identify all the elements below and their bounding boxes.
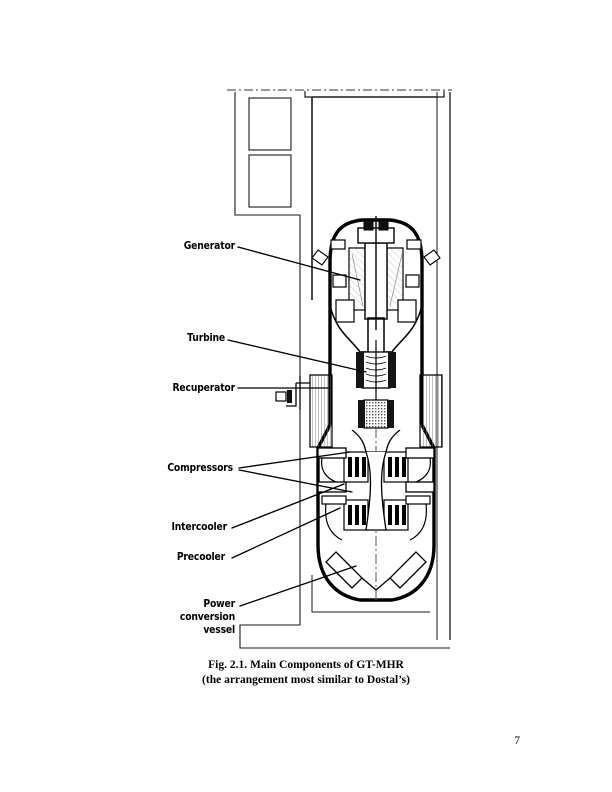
recuperator-valve-stem <box>287 390 292 403</box>
callout-label-compressors: Compressors <box>167 462 233 474</box>
compressor-hp-blades <box>348 457 406 477</box>
bearing-seal-left <box>358 400 365 428</box>
precooler-header-left <box>321 495 347 505</box>
leader-generator <box>237 246 361 281</box>
callout-label-precooler: Precooler <box>176 551 225 563</box>
callout-label-turbine: Turbine <box>187 332 225 344</box>
bracket-left-upper <box>330 239 346 250</box>
bolt-stud-left <box>363 219 374 231</box>
compressor-lp-blades <box>348 505 406 525</box>
intercooler-tube-bundle <box>321 457 431 483</box>
bracket-right-upper <box>406 239 422 250</box>
leader-precooler <box>231 507 341 559</box>
callout-label-pcv-line3: vessel <box>203 624 235 636</box>
intercooler-lower-header-right <box>405 481 435 493</box>
nozzle-left <box>311 249 329 266</box>
upper-plenum <box>329 299 423 353</box>
callout-label-intercooler: Intercooler <box>171 521 228 533</box>
figure-drawing <box>227 89 452 649</box>
generator-assembly <box>311 216 441 330</box>
precooler-header-right <box>405 495 431 505</box>
shaft-opening-upper <box>248 97 292 151</box>
leader-compressors-upper <box>238 451 351 469</box>
bracket-left-mid <box>332 274 347 288</box>
leader-power-conversion-vessel <box>239 565 357 607</box>
pedestal-outline <box>311 575 430 613</box>
bearing-block <box>363 399 389 429</box>
support-block-right <box>397 299 417 323</box>
intercooler-assembly <box>317 447 435 493</box>
precooler-tube-bundle <box>325 503 427 541</box>
compressor-assembly <box>343 451 409 531</box>
callout-label-pcv-line1: Power <box>203 598 235 610</box>
callout-label-power-conversion-vessel: Power conversion vessel <box>125 598 235 637</box>
bracket-right-mid <box>405 274 420 288</box>
figure-caption: Fig. 2.1. Main Components of GT-MHR (the… <box>0 658 612 688</box>
recuperator-left-module <box>309 374 333 448</box>
page-number: 7 <box>514 735 520 747</box>
figure-caption-line-1: Fig. 2.1. Main Components of GT-MHR <box>208 659 404 671</box>
plenum-transition <box>329 304 423 353</box>
leader-intercooler <box>231 483 345 529</box>
callout-label-generator: Generator <box>183 240 235 252</box>
nozzle-right <box>423 249 441 266</box>
generator-stator-hatch-right <box>387 248 403 310</box>
intercooler-header-right <box>405 447 435 459</box>
turbine-assembly <box>356 340 396 400</box>
intercooler-lower-header-left <box>317 481 347 493</box>
callout-leader-lines <box>227 246 367 607</box>
crossover-duct-right <box>389 551 427 589</box>
bearing-seal-right <box>387 400 394 428</box>
ledge-right <box>437 91 445 98</box>
ledge-left <box>304 91 312 98</box>
turbine-blade-row-right <box>388 352 396 388</box>
recuperator-assembly <box>275 374 443 448</box>
leader-turbine <box>227 339 367 373</box>
callout-label-recuperator: Recuperator <box>172 382 235 394</box>
lower-floor <box>239 600 450 649</box>
recuperator-valve-body <box>275 391 287 402</box>
crossover-junction <box>361 577 391 591</box>
left-wall-outline <box>234 92 301 600</box>
recuperator-right-module <box>419 374 443 448</box>
figure-caption-line-2: (the arrangement most similar to Dostal’… <box>202 674 410 686</box>
compressor-rotor-body <box>365 451 387 531</box>
callout-label-pcv-line2: conversion <box>179 611 235 623</box>
shaft-opening-lower <box>248 154 292 208</box>
building-structure <box>227 89 452 649</box>
figure-gt-mhr: Generator Turbine Recuperator Compressor… <box>125 89 452 649</box>
recuperator-inlet-pipe <box>286 382 310 407</box>
bolt-stud-right <box>378 219 389 231</box>
support-block-left <box>335 299 355 323</box>
